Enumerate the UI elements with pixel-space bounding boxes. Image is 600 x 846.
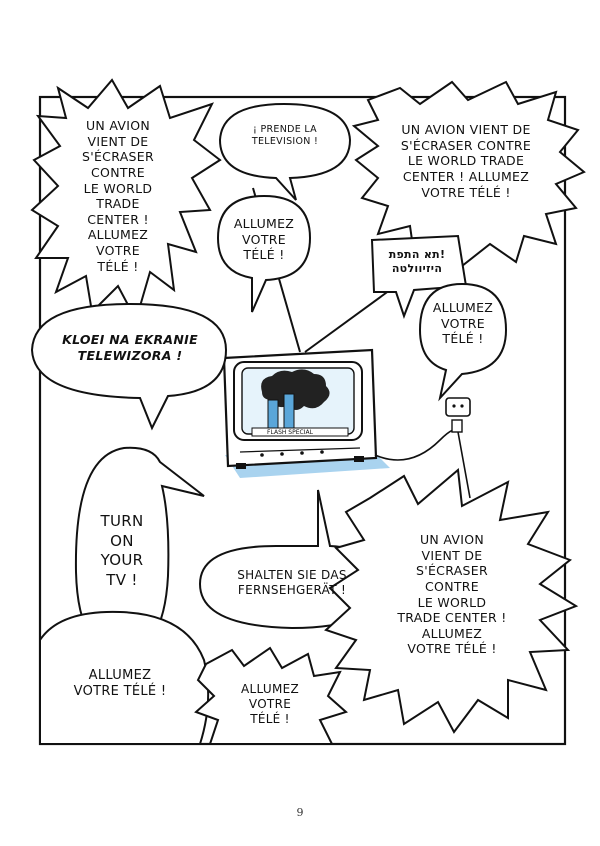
tv-screen-caption: FLASH SPECIAL	[267, 429, 314, 436]
page-number: 9	[296, 806, 304, 819]
text-turn-on: Turn on your TV !	[100, 512, 144, 589]
burst-bottom-mid	[194, 646, 348, 745]
text-shalten: Shalten Sie das Fernsehgerät !	[237, 568, 347, 597]
text-bottom-right: Un avion vient de s'écraser contre le Wo…	[397, 532, 507, 657]
text-prende: ¡ Prende la television !	[251, 124, 319, 147]
text-allumez-bottom-left: Allumez votre télé !	[73, 668, 167, 700]
balloon-polish	[30, 302, 228, 431]
text-hebrew: !תא התפת היזיוולטה	[388, 248, 446, 275]
burst-top-left	[30, 78, 222, 323]
text-top-right: Un avion vient de s'écraser contre le Wo…	[400, 122, 532, 200]
text-allumez-right: Allumez votre télé !	[432, 300, 494, 347]
text-polish: Kloei na ekranie telewizora !	[62, 332, 198, 363]
text-allumez-top: Allumez votre télé !	[233, 216, 295, 263]
burst-top-right	[351, 80, 586, 268]
burst-bottom-right	[324, 468, 579, 734]
television	[222, 348, 378, 469]
balloon-hebrew	[370, 234, 468, 319]
text-allumez-bottom-mid: Allumez votre télé !	[240, 682, 300, 726]
wall-outlet	[445, 397, 471, 433]
text-top-left: Un avion vient de s'écraser contre le Wo…	[82, 118, 154, 274]
balloon-prende	[218, 102, 352, 201]
balloon-allumez-right	[418, 282, 508, 402]
balloon-allumez-top	[216, 194, 312, 313]
